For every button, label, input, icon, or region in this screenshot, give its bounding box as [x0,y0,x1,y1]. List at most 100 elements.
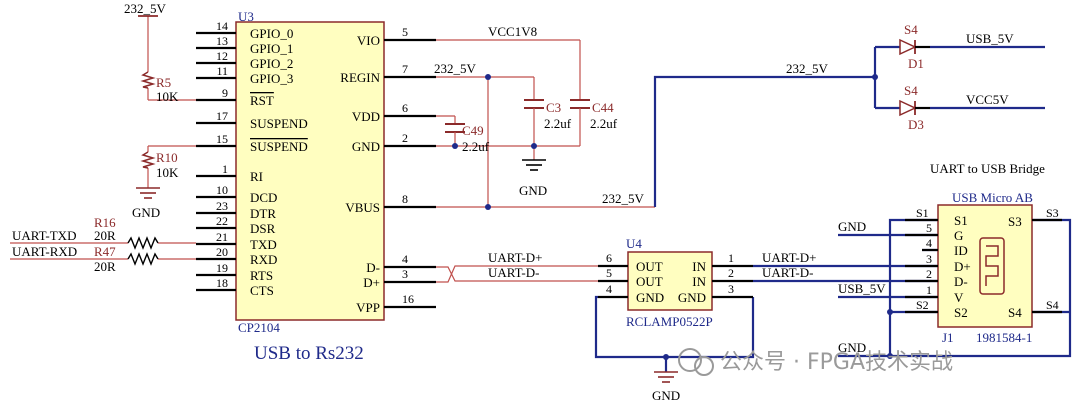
u3-pin-num-18: 18 [216,276,228,290]
u3-pin-num-9: 9 [222,86,228,100]
net-uart-dm-left: UART-D- [488,265,539,280]
power-232-5v-top: 232_5V [124,1,167,17]
u3-pin-name-14: GPIO_0 [250,26,293,41]
j1-pin-name-6: S2 [954,305,968,320]
net-232-5v-mid: 232_5V [786,61,829,76]
u3-pin-name-16: VPP [356,300,380,315]
u3-pin-name-11: GPIO_3 [250,71,293,86]
u3-part: CP2104 [238,320,280,335]
u3-pin-num-20: 20 [216,245,228,259]
j1-pin-num-4: 4 [926,236,932,250]
net-uart-dp-left: UART-D+ [488,250,542,265]
svg-text:S4: S4 [904,83,918,98]
svg-text:GND: GND [132,205,160,220]
net-labels: VCC1V8 232_5V 232_5V 232_5V USB_5V VCC5V… [12,24,1014,355]
u4-part: RCLAMP0522P [626,314,713,329]
j1-pin-name-3: D+ [954,259,971,274]
svg-text:D1: D1 [908,56,924,71]
u4-pin-num-1: 1 [728,251,734,265]
svg-text:R10: R10 [156,150,178,165]
u4-pin-name-3: GND [678,290,706,305]
u3-pin-name-20: RXD [250,252,277,267]
u3-pin-name-17: SUSPEND [250,116,308,131]
u3-pin-num-5: 5 [402,25,408,39]
svg-text:232_5V: 232_5V [124,1,167,16]
u3-pin-num-11: 11 [216,64,228,78]
wechat-icon [678,348,702,372]
u3-pin-num-13: 13 [216,34,228,48]
u3-pin-name-21: TXD [250,237,277,252]
u3-pin-name-9: RST [250,93,274,108]
u3-pin-num-19: 19 [216,261,228,275]
gnd-symbol-r10: GND [132,187,160,220]
u4-pin-name-5: OUT [636,274,663,289]
j1-s1-label: S1 [916,206,929,220]
watermark: 公众号 · FPGA技术实战 [678,348,953,376]
j1-part: 1981584-1 [976,330,1032,345]
u4-pin-name-1: IN [692,259,706,274]
svg-text:2.2uf: 2.2uf [544,116,572,131]
u3-pin-name-18: CTS [250,283,274,298]
u3-pin-num-17: 17 [216,109,228,123]
capacitor-c44: C44 2.2uf [570,99,618,131]
svg-text:2.2uf: 2.2uf [590,116,618,131]
j1-s3-inner: S3 [1008,214,1022,229]
u4-pin-num-2: 2 [728,266,734,280]
j1-pin-num-5: 5 [926,221,932,235]
diode-d1: S4 D1 [899,22,930,71]
svg-text:R5: R5 [156,75,171,90]
u3-pin-num-23: 23 [216,199,228,213]
j1-pin-name-0: S1 [954,213,968,228]
svg-text:S4: S4 [904,22,918,37]
net-usb-5v-conn: USB_5V [838,281,886,296]
j1-pin-num-1: 1 [926,283,932,297]
svg-text:GND: GND [652,388,680,403]
title-uart-to-usb-bridge: UART to USB Bridge [930,161,1045,176]
u3-pin-name-8: VBUS [345,200,380,215]
svg-text:D3: D3 [908,117,924,132]
net-gnd-conn-top: GND [838,219,866,234]
net-gnd-conn-bot: GND [838,340,866,355]
net-uart-rxd: UART-RXD [12,244,77,259]
u3-pin-num-1: 1 [222,162,228,176]
u3-pin-name-22: DSR [250,221,276,236]
svg-text:C44: C44 [592,100,614,115]
j1-pin-num-2: 2 [926,267,932,281]
u3-pin-num-21: 21 [216,230,228,244]
net-232-5v-regin: 232_5V [434,61,477,76]
gnd-symbol-caps: GND [519,159,547,198]
usb-receptacle-icon [979,237,1005,295]
u3-pin-name-3: D+ [363,275,380,290]
u3-pin-name-6: VDD [352,109,380,124]
resistor-r5: R5 10K [140,71,179,104]
u4-pin-num-3: 3 [728,282,734,296]
watermark-text: 公众号 · FPGA技术实战 [720,350,953,375]
j1-s4-label: S4 [1046,298,1059,312]
u3-ref: U3 [238,9,254,24]
resistor-r47: R47 20R [94,244,159,274]
net-uart-dm-right: UART-D- [762,265,813,280]
j1-ref: J1 [942,330,954,345]
u4-pin-num-5: 5 [606,266,612,280]
title-usb-to-rs232: USB to Rs232 [254,343,364,364]
svg-text:2.2uf: 2.2uf [462,139,490,154]
u3-pin-name-13: GPIO_1 [250,41,293,56]
u3-pin-name-5: VIO [357,33,380,48]
svg-text:C3: C3 [546,100,561,115]
resistor-r16: R16 20R [94,215,159,250]
u3-pin-name-23: DTR [250,206,276,221]
svg-text:C49: C49 [462,123,484,138]
u3-pin-name-4: D- [366,260,380,275]
j1-pin-name-4: D- [954,274,968,289]
u3-pin-name-15: SUSPEND [250,139,308,154]
u3-pin-num-6: 6 [402,101,408,115]
j1-pin-num-3: 3 [926,252,932,266]
usb-receptacle-pattern [985,245,999,286]
u3-pin-num-14: 14 [216,19,228,33]
u4-ref: U4 [626,236,642,251]
u4-pin-name-6: OUT [636,259,663,274]
red-wires [10,16,655,283]
